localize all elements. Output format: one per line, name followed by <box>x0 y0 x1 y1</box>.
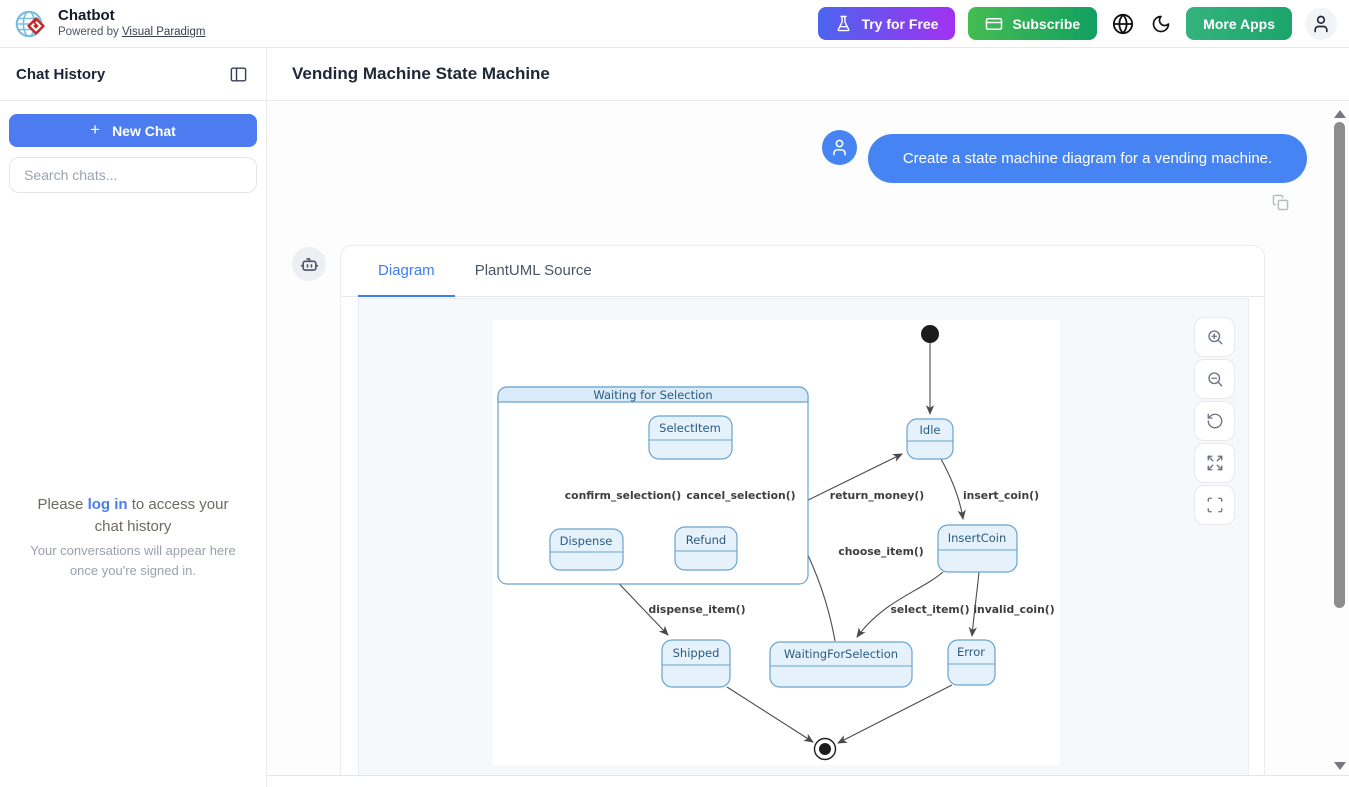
state-error: Error <box>947 639 996 686</box>
more-apps-button[interactable]: More Apps <box>1186 7 1292 40</box>
moon-icon <box>1152 15 1170 32</box>
try-for-free-button[interactable]: Try for Free <box>818 7 956 40</box>
language-globe-button[interactable] <box>1110 11 1136 37</box>
state-label: Shipped <box>673 646 720 660</box>
visual-paradigm-logo-icon <box>15 10 45 37</box>
account-avatar-button[interactable] <box>1305 7 1337 40</box>
transition-idle-to-insertcoin <box>940 458 966 521</box>
diagram-zoom-controls <box>1194 317 1235 525</box>
label-return-money: return_money() <box>830 489 925 502</box>
reset-view-button[interactable] <box>1194 401 1235 441</box>
state-machine-diagram: Waiting for Selection Idle <box>497 325 1055 761</box>
zoom-in-icon <box>1207 330 1222 345</box>
dark-mode-toggle[interactable] <box>1149 12 1173 36</box>
flask-icon <box>837 15 850 32</box>
rotate-ccw-icon <box>1207 413 1222 429</box>
panel-collapse-icon <box>230 66 247 82</box>
diagram-panel: Waiting for Selection Idle <box>358 298 1249 775</box>
response-card: Diagram PlantUML Source <box>340 245 1265 775</box>
login-subtext: Your conversations will appear here once… <box>30 542 236 578</box>
user-icon <box>1314 15 1328 32</box>
scrollbar-down-arrow[interactable] <box>1334 762 1346 770</box>
sidebar-title: Chat History <box>16 65 106 83</box>
expand-arrows-icon <box>1207 455 1222 471</box>
state-label: Dispense <box>560 534 613 548</box>
powered-by: Powered by Visual Paradigm <box>58 26 205 39</box>
login-text-after: to access your chat history <box>94 496 229 535</box>
label-insert-coin: insert_coin() <box>963 489 1039 502</box>
transition-labels: confirm_selection() cancel_selection() r… <box>565 489 1055 616</box>
log-in-link[interactable]: log in <box>87 496 128 513</box>
state-label: InsertCoin <box>948 531 1007 545</box>
scrollbar-thumb[interactable] <box>1334 122 1345 608</box>
visual-paradigm-link[interactable]: Visual Paradigm <box>121 25 206 38</box>
chat-region: Create a state machine diagram for a ven… <box>267 102 1349 776</box>
fullscreen-button[interactable] <box>1194 485 1235 525</box>
user-message-bubble: Create a state machine diagram for a ven… <box>868 134 1307 183</box>
state-shipped: Shipped <box>661 639 731 688</box>
state-selectitem: SelectItem <box>648 415 733 460</box>
state-label: SelectItem <box>659 421 721 435</box>
user-message-avatar <box>822 130 857 165</box>
credit-card-icon <box>986 17 1003 30</box>
transition-insertcoin-to-error <box>968 571 980 638</box>
state-label: Idle <box>920 423 941 437</box>
fullscreen-brackets-icon <box>1207 497 1222 513</box>
state-refund: Refund <box>674 526 738 571</box>
state-idle: Idle <box>906 418 954 460</box>
globe-icon <box>1113 13 1134 34</box>
transition-insertcoin-to-waitingforselection <box>856 571 944 638</box>
try-for-free-label: Try for Free <box>861 15 939 32</box>
state-label: Refund <box>686 533 726 547</box>
subscribe-label: Subscribe <box>1012 15 1081 32</box>
initial-state <box>921 325 939 343</box>
main-area: Vending Machine State Machine Create a s… <box>267 48 1349 787</box>
state-waitingforselection: WaitingForSelection <box>769 641 913 688</box>
copy-icon <box>1272 194 1289 211</box>
zoom-out-button[interactable] <box>1194 359 1235 399</box>
robot-icon <box>300 257 318 271</box>
label-invalid-coin: invalid_coin() <box>973 603 1054 616</box>
plus-icon: + <box>90 119 101 139</box>
label-choose-item: choose_item() <box>838 545 923 558</box>
final-state <box>813 737 837 761</box>
state-label: WaitingForSelection <box>784 647 898 661</box>
label-confirm-selection: confirm_selection() <box>565 489 682 502</box>
expand-button[interactable] <box>1194 443 1235 483</box>
new-chat-button[interactable]: + New Chat <box>9 114 257 147</box>
new-chat-label: New Chat <box>112 122 176 139</box>
tab-diagram[interactable]: Diagram <box>358 246 455 297</box>
diagram-canvas[interactable]: Waiting for Selection Idle <box>493 320 1060 765</box>
label-select-item: select_item() <box>890 603 969 616</box>
chat-scrollbar <box>1332 102 1347 775</box>
scrollbar-up-arrow[interactable] <box>1334 110 1346 118</box>
login-text-before: Please <box>37 496 88 513</box>
transition-error-to-final <box>837 684 953 744</box>
app-header: Chatbot Powered by Visual Paradigm Try f… <box>0 0 1349 48</box>
page-title: Vending Machine State Machine <box>292 64 550 83</box>
bot-avatar <box>292 247 326 281</box>
tab-plantuml-source[interactable]: PlantUML Source <box>455 246 612 297</box>
user-icon <box>833 139 846 156</box>
collapse-sidebar-button[interactable] <box>227 63 250 86</box>
state-label: Error <box>957 645 985 659</box>
label-cancel-selection: cancel_selection() <box>686 489 795 502</box>
zoom-out-icon <box>1207 372 1222 387</box>
composite-state-title: Waiting for Selection <box>593 388 712 402</box>
composite-state-waiting-for-selection: Waiting for Selection <box>497 386 809 585</box>
login-prompt: Please log in to access your chat histor… <box>9 494 257 581</box>
chat-history-sidebar: Chat History + New Chat Please log in to… <box>0 48 267 787</box>
state-dispense: Dispense <box>549 528 624 571</box>
search-chats-input[interactable] <box>9 157 257 193</box>
subscribe-button[interactable]: Subscribe <box>968 7 1098 40</box>
transition-shipped-to-final <box>726 686 814 743</box>
copy-message-button[interactable] <box>1272 194 1289 214</box>
more-apps-label: More Apps <box>1203 15 1275 32</box>
powered-by-text: Powered by <box>58 25 122 38</box>
state-insertcoin: InsertCoin <box>937 524 1018 573</box>
label-dispense-item: dispense_item() <box>648 603 745 616</box>
tab-bar: Diagram PlantUML Source <box>341 246 1264 297</box>
app-title: Chatbot <box>58 7 115 25</box>
zoom-in-button[interactable] <box>1194 317 1235 357</box>
